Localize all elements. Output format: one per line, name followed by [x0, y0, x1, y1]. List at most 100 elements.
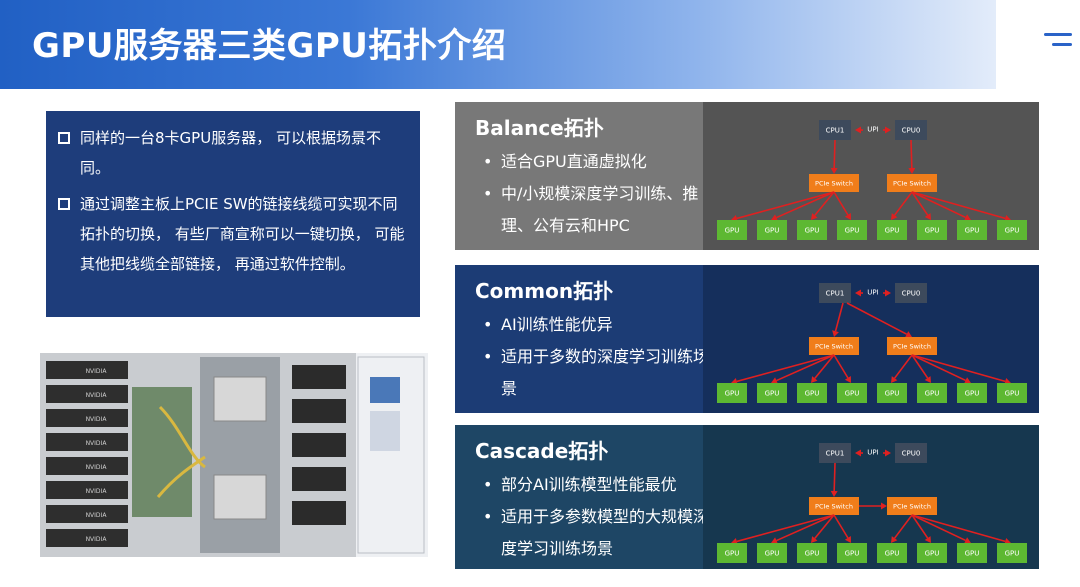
gpu-box: GPU	[717, 543, 747, 563]
intro-text: 通过调整主板上PCIE SW的链接线缆可实现不同拓扑的切换， 有些厂商宣称可以一…	[80, 195, 405, 273]
svg-text:PCIe Switch: PCIe Switch	[893, 502, 931, 510]
svg-text:UPI: UPI	[867, 125, 878, 133]
gpu-box: GPU	[877, 383, 907, 403]
svg-text:GPU: GPU	[845, 549, 860, 557]
svg-text:UPI: UPI	[867, 448, 878, 456]
gpu-card	[46, 529, 128, 547]
gpu-box: GPU	[957, 220, 987, 240]
svg-text:PCIe Switch: PCIe Switch	[815, 502, 853, 510]
svg-text:GPU: GPU	[965, 389, 980, 397]
topology-bullet: •适合GPU直通虚拟化	[483, 152, 647, 171]
topology-bullets: •AI训练性能优异 •适用于多数的深度学习训练场景	[483, 309, 723, 405]
gpu-card	[46, 409, 128, 427]
gpu-card	[46, 361, 128, 379]
gpu-card-label: NVIDIA	[86, 512, 108, 519]
balance-topology-panel: Balance拓扑 •适合GPU直通虚拟化 •中/小规模深度学习训练、推理、公有…	[455, 102, 1039, 250]
topology-bullets: •部分AI训练模型性能最优 •适用于多参数模型的大规模深度学习训练场景	[483, 469, 723, 565]
svg-text:PCIe Switch: PCIe Switch	[893, 342, 931, 350]
gpu-box: GPU	[757, 220, 787, 240]
upi-label: UPI	[867, 448, 878, 456]
cpu0-box: CPU0	[895, 120, 927, 140]
gpu-box: GPU	[877, 543, 907, 563]
gpu-box: GPU	[717, 220, 747, 240]
svg-text:CPU1: CPU1	[826, 449, 845, 457]
svg-text:GPU: GPU	[805, 226, 820, 234]
svg-text:GPU: GPU	[925, 226, 940, 234]
gpu-box: GPU	[797, 383, 827, 403]
gpu-card-label: NVIDIA	[86, 392, 108, 399]
svg-text:CPU0: CPU0	[902, 289, 921, 297]
svg-text:UPI: UPI	[867, 288, 878, 296]
topology-title: Cascade拓扑	[475, 439, 609, 463]
svg-text:PCIe Switch: PCIe Switch	[893, 179, 931, 187]
svg-text:GPU: GPU	[965, 226, 980, 234]
gpu-box: GPU	[717, 383, 747, 403]
pcie-switch-box: PCIe Switch	[809, 497, 859, 515]
gpu-card	[46, 505, 128, 523]
svg-text:PCIe Switch: PCIe Switch	[815, 342, 853, 350]
gpu-box: GPU	[837, 383, 867, 403]
gpu-card	[46, 481, 128, 499]
svg-text:GPU: GPU	[1005, 549, 1020, 557]
svg-text:GPU: GPU	[885, 549, 900, 557]
title-bar: GPU服务器三类GPU拓扑介绍	[0, 0, 996, 89]
gpu-card-label: NVIDIA	[86, 536, 108, 543]
gpu-box: GPU	[917, 543, 947, 563]
gpu-box: GPU	[957, 383, 987, 403]
gpu-box: GPU	[757, 543, 787, 563]
svg-text:GPU: GPU	[1005, 389, 1020, 397]
gpu-box: GPU	[957, 543, 987, 563]
intro-bullet: 通过调整主板上PCIE SW的链接线缆可实现不同拓扑的切换， 有些厂商宣称可以一…	[58, 189, 410, 279]
menu-icon[interactable]	[1044, 30, 1072, 50]
square-bullet-icon	[58, 132, 70, 144]
server-photo: NVIDIA NVIDIA NVIDIA NVIDIA NVIDIA NVIDIA NVID…	[40, 353, 428, 557]
gpu-box: GPU	[997, 543, 1027, 563]
svg-text:GPU: GPU	[725, 226, 740, 234]
topology-bullet: •适用于多数的深度学习训练场景	[483, 347, 710, 398]
gpu-box: GPU	[997, 383, 1027, 403]
cpu1-box: CPU1	[819, 283, 851, 303]
pcie-switch-box: PCIe Switch	[809, 174, 859, 192]
gpu-card-label: NVIDIA	[86, 464, 108, 471]
svg-text:GPU: GPU	[925, 389, 940, 397]
cpu0-box: CPU0	[895, 443, 927, 463]
cpu0-box: CPU0	[895, 283, 927, 303]
intro-bullet: 同样的一台8卡GPU服务器， 可以根据场景不同。	[58, 123, 410, 183]
upi-label: UPI	[867, 288, 878, 296]
svg-text:GPU: GPU	[725, 549, 740, 557]
svg-text:GPU: GPU	[885, 226, 900, 234]
gpu-card-label: NVIDIA	[86, 416, 108, 423]
svg-text:GPU: GPU	[1005, 226, 1020, 234]
gpu-card-label: NVIDIA	[86, 368, 108, 375]
svg-text:CPU1: CPU1	[826, 126, 845, 134]
pcie-switch-box: PCIe Switch	[887, 497, 937, 515]
gpu-box: GPU	[757, 383, 787, 403]
pcie-switch-box: PCIe Switch	[887, 337, 937, 355]
gpu-box: GPU	[797, 220, 827, 240]
svg-text:GPU: GPU	[885, 389, 900, 397]
gpu-card	[46, 457, 128, 475]
gpu-box: GPU	[917, 383, 947, 403]
svg-text:CPU0: CPU0	[902, 126, 921, 134]
topology-bullet: •AI训练性能优异	[483, 315, 613, 334]
gpu-card	[46, 433, 128, 451]
svg-text:GPU: GPU	[765, 226, 780, 234]
svg-text:CPU0: CPU0	[902, 449, 921, 457]
svg-text:CPU1: CPU1	[826, 289, 845, 297]
gpu-card-label: NVIDIA	[86, 440, 108, 447]
upi-label: UPI	[867, 125, 878, 133]
cascade-topology-panel: Cascade拓扑 •部分AI训练模型性能最优 •适用于多参数模型的大规模深度学…	[455, 425, 1039, 569]
gpu-box: GPU	[877, 220, 907, 240]
svg-text:GPU: GPU	[765, 549, 780, 557]
topology-bullets: •适合GPU直通虚拟化 •中/小规模深度学习训练、推理、公有云和HPC	[483, 146, 723, 242]
cpu1-box: CPU1	[819, 443, 851, 463]
gpu-box: GPU	[797, 543, 827, 563]
svg-text:GPU: GPU	[845, 226, 860, 234]
topology-title: Balance拓扑	[475, 116, 604, 140]
gpu-card-label: NVIDIA	[86, 488, 108, 495]
svg-text:GPU: GPU	[805, 549, 820, 557]
